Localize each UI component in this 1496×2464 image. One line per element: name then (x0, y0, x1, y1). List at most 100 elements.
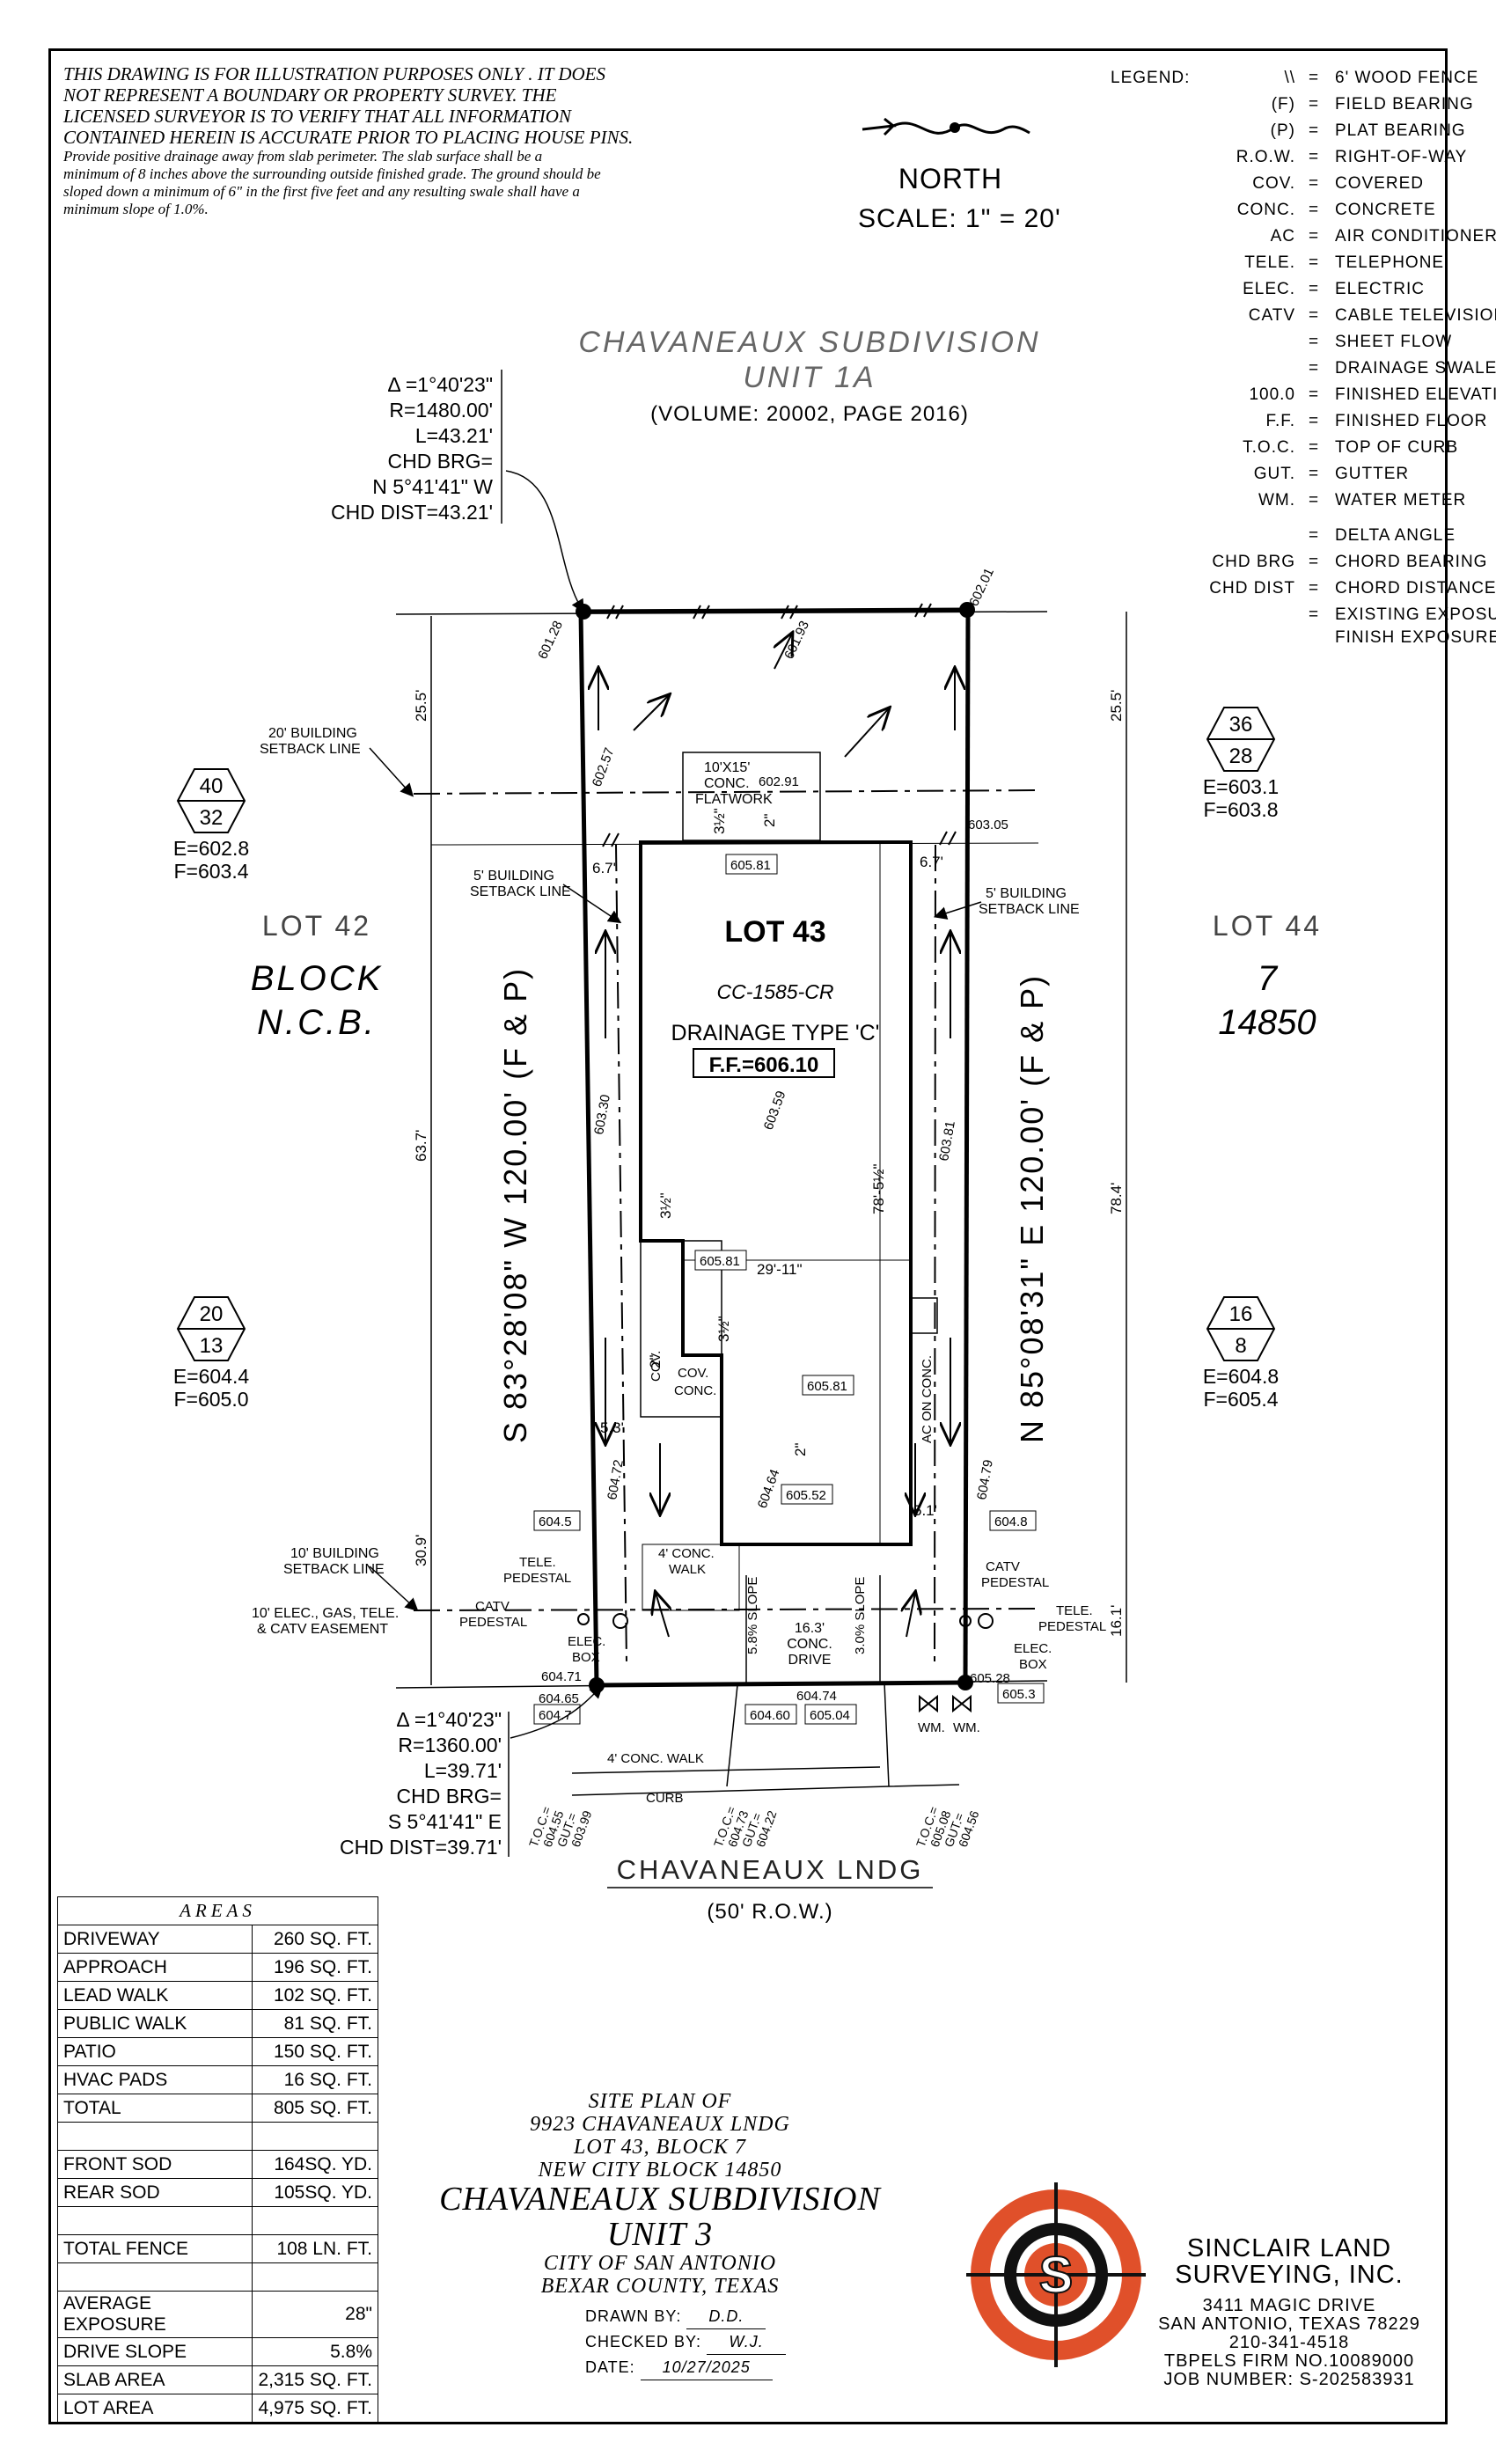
curve-chord-distance: CHD DIST=43.21' (331, 501, 493, 524)
curve-data-bottom: Δ =1°40'23" R=1360.00' L=39.71' CHD BRG=… (340, 1708, 502, 1859)
cov-label: COV. (678, 1366, 708, 1381)
legend-equals: = (1309, 69, 1320, 87)
legend-equals: = (1309, 280, 1320, 298)
walk-label: 4' CONC. (658, 1546, 715, 1561)
row-width: (50' R.O.W.) (707, 1900, 832, 1924)
elevation-label: 605.28 (970, 1671, 1010, 1686)
dimension-label: 30.9' (413, 1535, 429, 1566)
legend-symbol: R.O.W. (1236, 148, 1295, 166)
utility-label: ELEC. (568, 1634, 605, 1649)
elevation-label: 604.60 (750, 1708, 790, 1723)
legend-text: FIELD BEARING (1335, 95, 1474, 114)
legend-equals: = (1309, 438, 1320, 457)
exposure-finish: 28 (1229, 744, 1253, 768)
dimension-label: 2" (647, 1355, 664, 1369)
elevation-label: 603.59 (761, 1089, 789, 1132)
setback-label: 20' BUILDING (268, 726, 357, 741)
company-phone: 210-341-4518 (1228, 2333, 1350, 2352)
company-address: 3411 MAGIC DRIVE (1202, 2296, 1376, 2315)
areas-key (56, 2122, 253, 2151)
elevation-label: 602.01 (966, 566, 997, 609)
legend-equals: = (1309, 491, 1320, 510)
dimension-label: 5.3' (600, 1419, 624, 1436)
dimension-label: 78'-5½" (870, 1164, 887, 1214)
legend-equals: = (1309, 526, 1320, 545)
dimension-label: 2" (792, 1443, 809, 1457)
water-meter-label: WM. (953, 1720, 980, 1735)
areas-value: 196 SQ. FT. (252, 1953, 378, 1982)
legend-symbol: ELEC. (1243, 280, 1295, 298)
disclaimer-line: minimum of 8 inches above the surroundin… (63, 165, 601, 182)
areas-key (56, 2206, 253, 2235)
company-name: SURVEYING, INC. (1175, 2261, 1404, 2289)
utility-label: TELE. (1056, 1603, 1093, 1618)
areas-value: 260 SQ. FT. (252, 1925, 378, 1954)
flatwork-label: FLATWORK (695, 792, 773, 807)
dimension-label: 6.7' (592, 860, 616, 876)
curve-chord-bearing-label: CHD BRG= (397, 1785, 502, 1808)
legend-text: EXISTING EXPOSURE (1335, 605, 1496, 624)
dimension-label: 3½" (715, 1316, 732, 1342)
legend-row: CHD BRG=CHORD BEARING (1212, 553, 1496, 579)
curve-length: L=43.21' (415, 424, 493, 447)
legend-row: AC=AIR CONDITIONER (1216, 227, 1496, 253)
legend-text: TOP OF CURB (1335, 438, 1459, 457)
drive-label: DRIVE (788, 1653, 832, 1668)
drainage-type: DRAINAGE TYPE 'C' (671, 1021, 880, 1045)
elevation-label: 604.74 (796, 1689, 837, 1704)
legend-equals: = (1309, 412, 1320, 430)
exposure-existing: 36 (1229, 713, 1253, 737)
legend-text: DELTA ANGLE (1335, 526, 1456, 545)
legend-equals: = (1309, 333, 1320, 351)
legend-text: RIGHT-OF-WAY (1335, 148, 1468, 166)
legend-text: 6' WOOD FENCE (1335, 69, 1479, 87)
areas-key: FRONT SOD (56, 2150, 253, 2179)
curve-length: L=39.71' (424, 1759, 502, 1782)
curve-chord-distance: CHD DIST=39.71' (340, 1836, 502, 1859)
areas-key: REAR SOD (56, 2178, 253, 2207)
legend-row: (P)=PLAT BEARING (1216, 121, 1496, 148)
legend-symbol: (P) (1270, 121, 1295, 140)
setback-label: 5' BUILDING (473, 869, 554, 884)
elevations: 601.28 601.93 602.01 602.57 602.91 603.0… (535, 566, 1010, 1706)
curve-delta: Δ =1°40'23" (387, 373, 493, 396)
elevation-label: 604.79 (974, 1459, 996, 1501)
legend-text: ELECTRIC (1335, 280, 1425, 298)
legend-symbol: TELE. (1244, 253, 1295, 272)
areas-key: APPROACH (56, 1953, 253, 1982)
exposure-elevation: E=602.8 (173, 837, 249, 860)
areas-key: TOTAL (56, 2094, 253, 2123)
logo-letter: S (1039, 2247, 1074, 2304)
water-meter-icon (919, 1694, 938, 1713)
flatwork-label: CONC. (704, 776, 750, 791)
legend-symbol: CONC. (1236, 201, 1295, 219)
elevation-label: 605.81 (730, 858, 771, 873)
dimension-label: 29'-11" (757, 1261, 803, 1278)
disclaimer: THIS DRAWING IS FOR ILLUSTRATION PURPOSE… (63, 63, 732, 218)
elevation-label: 604.72 (605, 1459, 627, 1501)
curve-chord-bearing: S 5°41'41" E (388, 1810, 502, 1833)
legend-row: TELE.=TELEPHONE (1216, 253, 1496, 280)
areas-key: PUBLIC WALK (56, 2009, 253, 2038)
boxed-elevations: 605.81 605.81 605.81 605.52 604.5 604.8 … (533, 854, 1045, 1725)
legend-equals: = (1309, 465, 1320, 483)
property-line-west (578, 611, 599, 1686)
areas-value: 4,975 SQ. FT. (252, 2394, 378, 2423)
drive-label: 16.3' (795, 1621, 825, 1636)
elevation-label: 603.81 (936, 1120, 958, 1162)
legend-row: \\=6' WOOD FENCE (1216, 69, 1496, 95)
areas-header: AREAS (57, 1896, 378, 1925)
legend-text: CONCRETE (1335, 201, 1436, 219)
exposure-finish: 8 (1235, 1334, 1246, 1358)
legend-symbol: CHD DIST (1209, 579, 1295, 598)
legend-text: FINISHED ELEVATION (1335, 385, 1496, 404)
property-pin-icon (576, 604, 591, 620)
areas-value: 5.8% (252, 2337, 378, 2366)
sidewalk-label: 4' CONC. WALK (607, 1751, 704, 1766)
east-line-bearing: N 85°08'31" E 120.00' (F & P) (1014, 974, 1050, 1443)
